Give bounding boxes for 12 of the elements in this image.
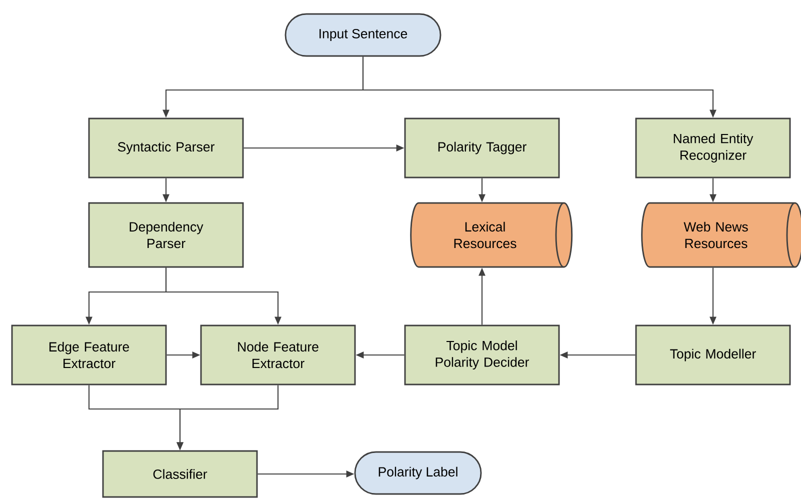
- data-store-cylinder: Web News Resources: [641, 202, 801, 268]
- process-box: Named Entity Recognizer: [635, 118, 791, 178]
- process-box: Topic Model Polarity Decider: [404, 324, 560, 386]
- data-store-cylinder: Lexical Resources: [410, 202, 573, 268]
- process-box: Classifier: [102, 450, 258, 498]
- process-box: Syntactic Parser: [88, 118, 244, 178]
- process-box: Polarity Tagger: [404, 118, 560, 178]
- process-box: Topic Modeller: [635, 324, 791, 386]
- process-box: Edge Feature Extractor: [11, 324, 167, 386]
- terminal-oval: Polarity Label: [354, 451, 482, 495]
- process-box: Node Feature Extractor: [200, 324, 356, 386]
- process-box: Dependency Parser: [88, 202, 244, 268]
